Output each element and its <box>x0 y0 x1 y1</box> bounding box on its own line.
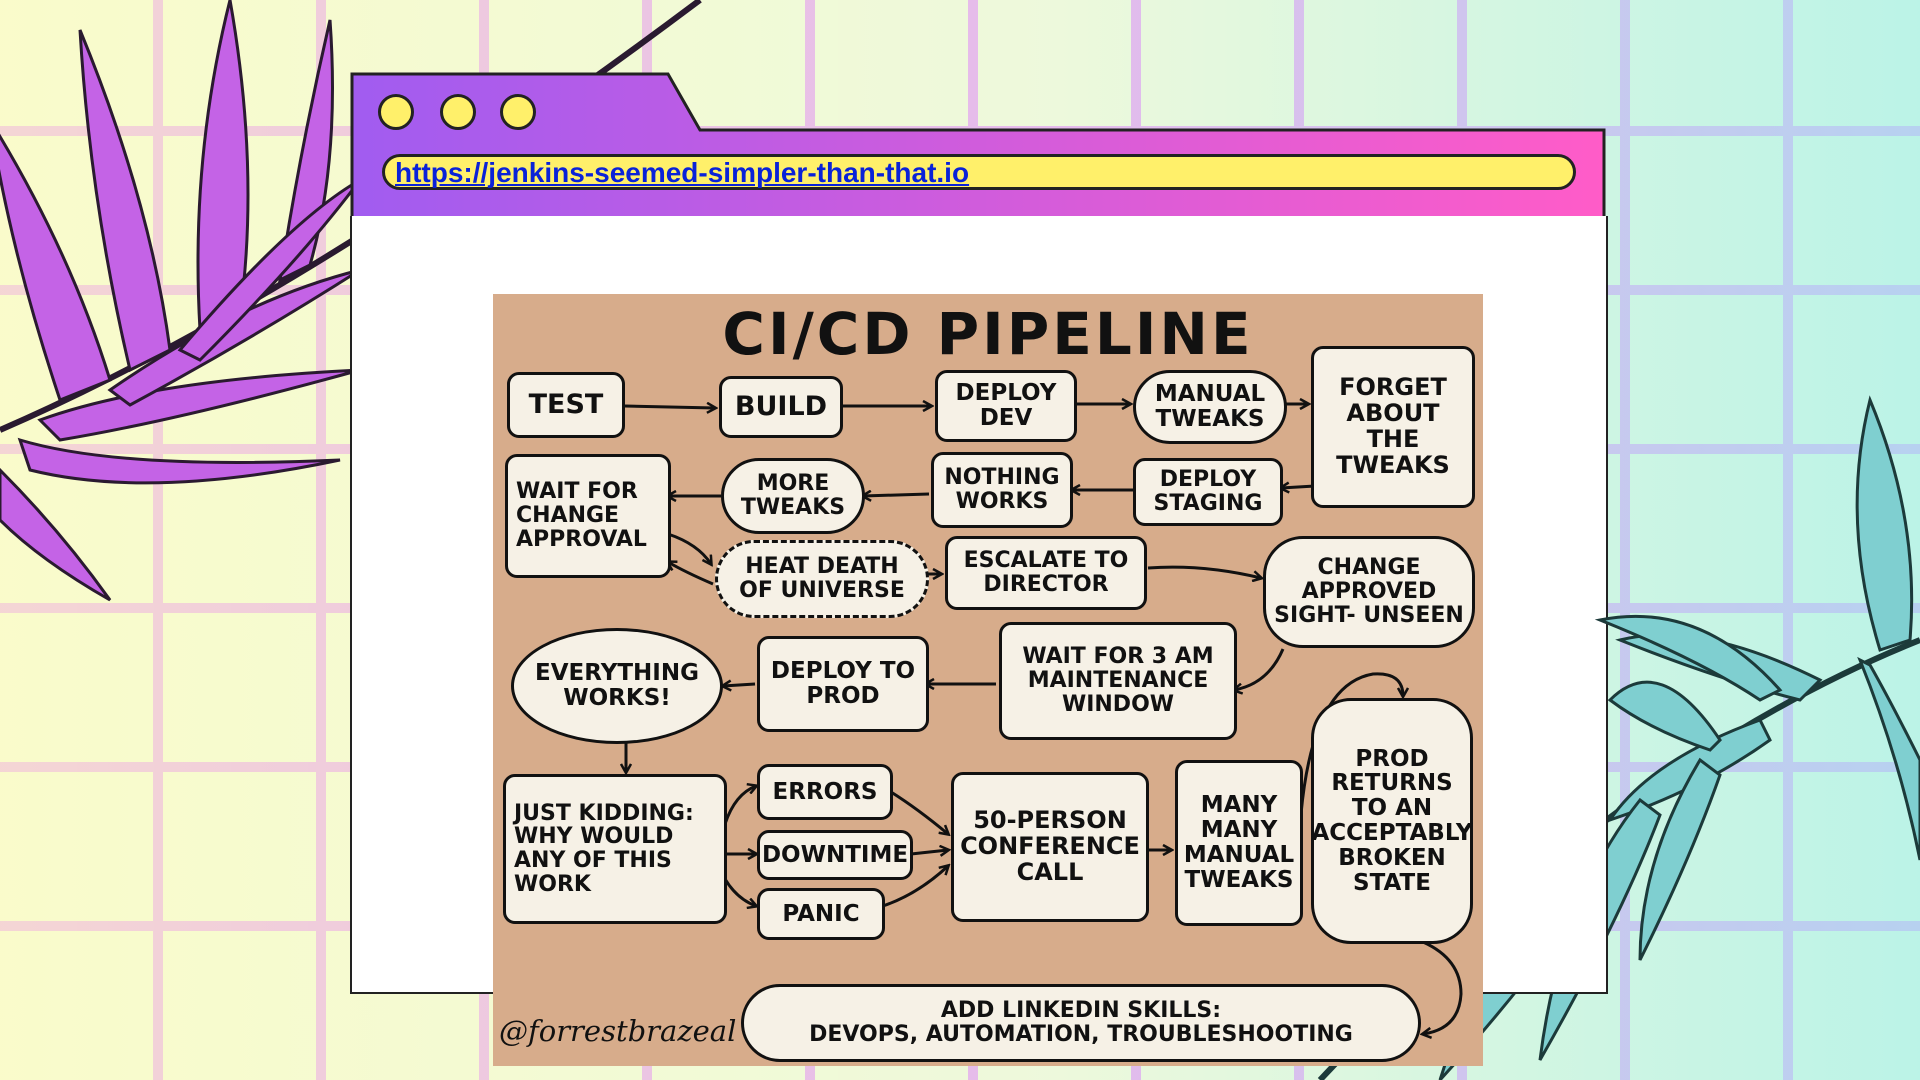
node-downtime: DOWNTIME <box>757 830 913 880</box>
arrow-deployprod-everything <box>723 684 756 686</box>
teal-leaf <box>1857 656 1920 861</box>
browser-chrome <box>350 72 1606 220</box>
purple-leaf <box>17 437 341 485</box>
node-deploy-staging: DEPLOY STAGING <box>1133 458 1283 526</box>
arrow-test-build <box>624 406 715 408</box>
arrow-errors-call <box>890 790 948 834</box>
node-just-kidding: JUST KIDDING: WHY WOULD ANY OF THIS WORK <box>503 774 727 924</box>
node-escalate: ESCALATE TO DIRECTOR <box>945 536 1147 610</box>
arrow-panic-call <box>882 866 948 908</box>
cicd-comic: CI/CD PIPELINE <box>493 294 1483 1066</box>
node-many-tweaks: MANY MANY MANUAL TWEAKS <box>1175 760 1303 926</box>
node-forget-tweaks: FORGET ABOUT THE TWEAKS <box>1311 346 1475 508</box>
arrow-escalate-approved <box>1147 565 1261 578</box>
node-linkedin: ADD LINKEDIN SKILLS: DEVOPS, AUTOMATION,… <box>741 984 1421 1062</box>
arrow-prodreturns-linkedin <box>1423 940 1463 1034</box>
purple-leaf <box>78 29 172 373</box>
arrow-forget-staging <box>1281 486 1316 488</box>
node-deploy-dev: DEPLOY DEV <box>935 370 1077 442</box>
purple-leaf <box>0 133 112 402</box>
node-more-tweaks: MORE TWEAKS <box>721 458 865 534</box>
comic-title: CI/CD PIPELINE <box>722 300 1254 368</box>
purple-leaf <box>196 0 250 333</box>
browser-window: https://jenkins-seemed-simpler-than-that… <box>350 72 1608 1066</box>
node-errors: ERRORS <box>757 764 893 820</box>
window-close-button[interactable] <box>378 94 414 130</box>
window-maximize-button[interactable] <box>500 94 536 130</box>
flow-arrows <box>493 294 1463 1066</box>
node-test: TEST <box>507 372 625 438</box>
node-conference-call: 50-PERSON CONFERENCE CALL <box>951 772 1149 922</box>
arrow-kidding-errors <box>723 786 756 825</box>
purple-leaf <box>0 467 112 602</box>
comic-signature: @forrestbrazeal <box>499 1014 737 1048</box>
node-everything-works: EVERYTHING WORKS! <box>511 628 723 744</box>
arrow-approved-wait3am <box>1234 648 1285 690</box>
node-deploy-prod: DEPLOY TO PROD <box>757 636 929 732</box>
node-heat-death: HEAT DEATH OF UNIVERSE <box>715 540 929 618</box>
node-manual-tweaks: MANUAL TWEAKS <box>1133 370 1287 444</box>
teal-leaf <box>1638 757 1722 961</box>
arrow-heat-wait <box>668 562 714 586</box>
arrow-kidding-panic <box>723 878 756 906</box>
node-panic: PANIC <box>757 888 885 940</box>
node-nothing-works: NOTHING WORKS <box>931 452 1073 528</box>
teal-leaf <box>1855 395 1914 652</box>
arrow-downtime-call <box>910 850 948 854</box>
browser-viewport: CI/CD PIPELINE <box>350 216 1608 1066</box>
node-build: BUILD <box>719 376 843 438</box>
window-minimize-button[interactable] <box>440 94 476 130</box>
node-prod-returns: PROD RETURNS TO AN ACCEPTABLY BROKEN STA… <box>1311 698 1473 944</box>
arrow-nothing-more <box>863 494 930 496</box>
arrow-wait-heat <box>667 532 711 564</box>
node-wait-3am: WAIT FOR 3 AM MAINTENANCE WINDOW <box>999 622 1237 740</box>
node-change-approved: CHANGE APPROVED SIGHT- UNSEEN <box>1263 536 1475 648</box>
url-link[interactable]: https://jenkins-seemed-simpler-than-that… <box>395 157 970 188</box>
arrow-many-prodreturns <box>1299 672 1403 815</box>
teal-leaf <box>1615 633 1823 702</box>
url-bar[interactable]: https://jenkins-seemed-simpler-than-that… <box>382 154 1576 190</box>
node-wait-change-approval: WAIT FOR CHANGE APPROVAL <box>505 454 671 578</box>
